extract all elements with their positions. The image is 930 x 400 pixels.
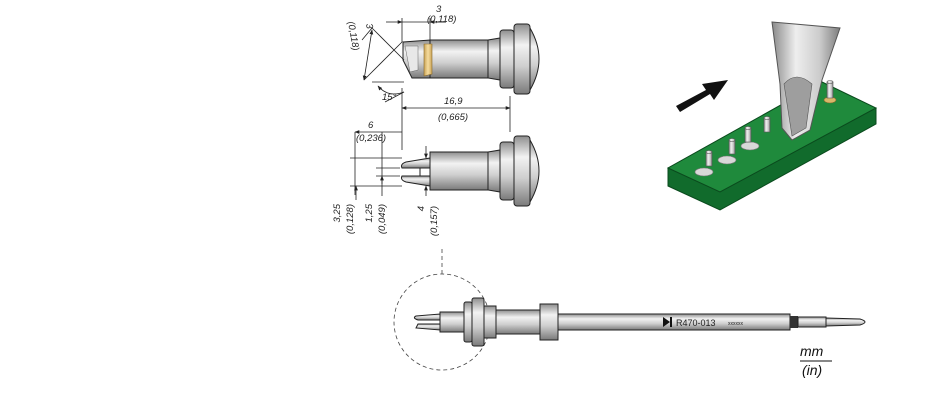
fork-width-mm: 3,25 [332,203,343,222]
unit-mm: mm [800,343,824,359]
tip-side-view [402,23,540,95]
fork-side-view [401,135,540,207]
full-tip-view: R470-013 xxxxxx [393,246,866,371]
overall-length-in: (0,665) [438,112,468,123]
unit-in: (in) [802,362,822,378]
top-width-mm: 3 [436,4,442,15]
shank-dia-mm: 4 [416,206,427,211]
dimension-fork-length: 6 (0,236) [354,120,402,195]
dimension-angle: 15° [372,81,405,103]
slot-width-mm: 1,25 [364,203,375,222]
angle-label: 15° [382,92,397,103]
dimension-overall-length: 16,9 (0,665) [401,88,511,150]
slot-width-in: (0,049) [377,204,388,234]
shank-dia-in: (0,157) [429,206,440,236]
dimension-top-width: 3 (0,118) [386,4,456,42]
side-height-in: (0,118) [345,21,361,52]
dimension-fork-widths: 3,25 (0,128) 1,25 (0,049) 4 (0,157) [332,146,440,236]
top-width-in: (0,118) [427,14,456,25]
pcb-illustration [666,21,878,211]
side-height-mm: 3 [363,23,375,31]
fork-length-mm: 6 [368,120,374,131]
dimension-side-height: (0,118) 3 [345,21,405,81]
fork-width-in: (0,128) [345,204,356,234]
units-legend: mm (in) [800,343,832,378]
part-serial: xxxxxx [728,321,744,327]
part-number: R470-013 [676,318,716,328]
fork-length-in: (0,236) [356,133,386,144]
overall-length-mm: 16,9 [444,96,463,107]
